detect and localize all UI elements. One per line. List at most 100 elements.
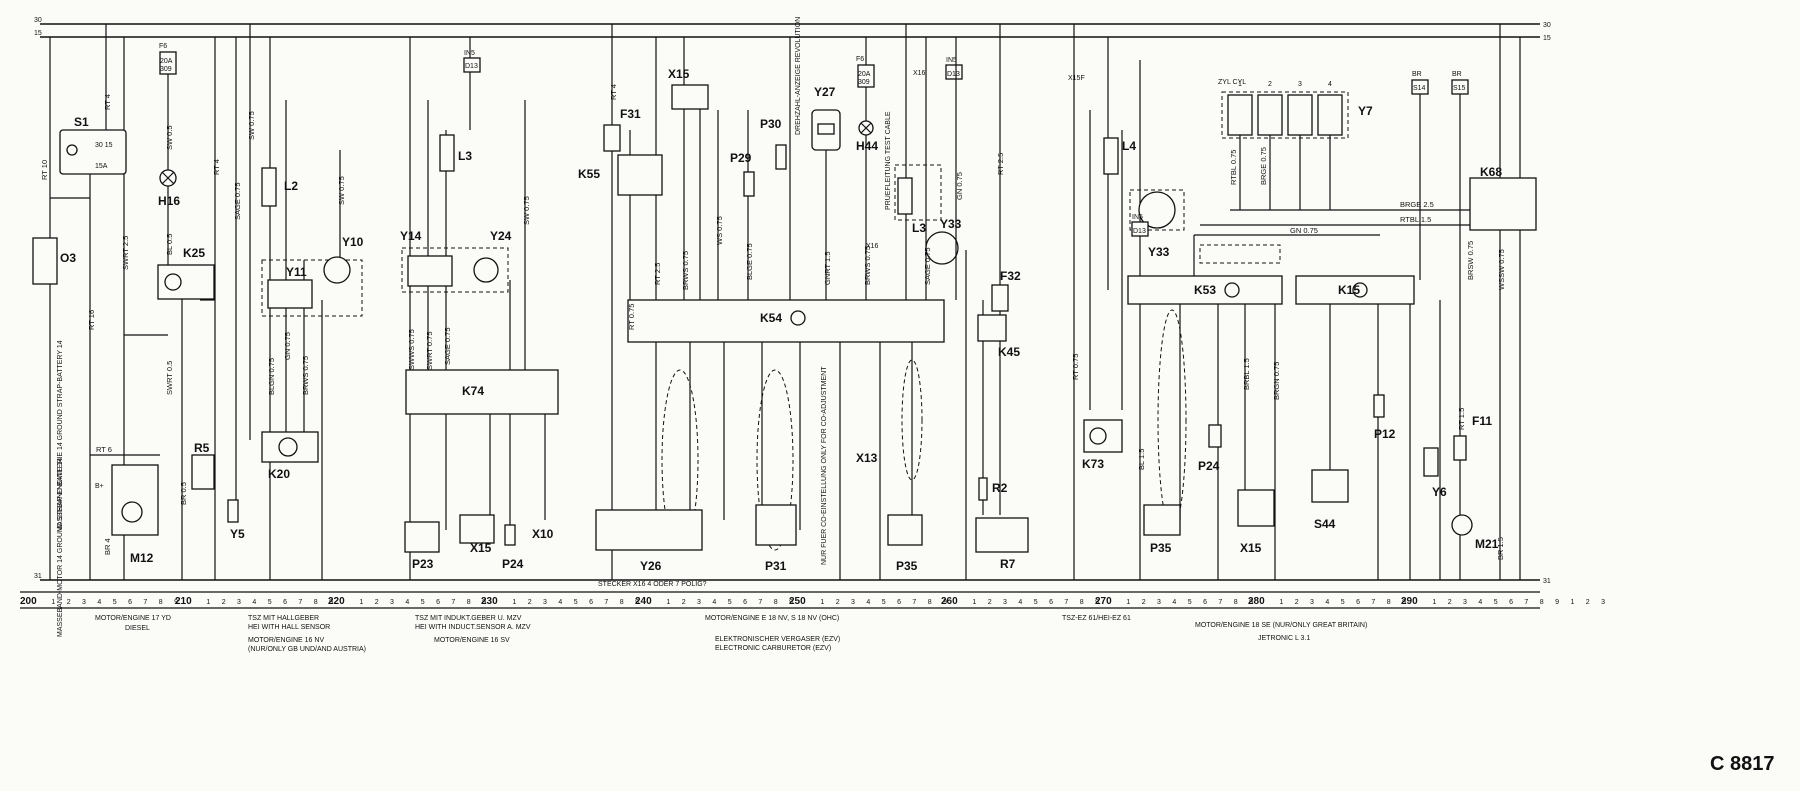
svg-text:3: 3 — [1298, 81, 1302, 88]
cylinder-label: ZYL CYL — [1218, 79, 1246, 86]
svg-text:WSSW 0.75: WSSW 0.75 — [1497, 249, 1506, 290]
grid-digit: 9 — [1402, 599, 1406, 606]
label-h44: H44 — [856, 139, 878, 153]
label-p35-260: P35 — [896, 559, 918, 573]
svg-text:BR: BR — [1412, 71, 1422, 78]
grid-digit: 2 — [836, 599, 840, 606]
grid-digit: 7 — [1524, 599, 1528, 606]
caption-2-line4: (NUR/ONLY GB UND/AND AUSTRIA) — [248, 646, 366, 653]
label-y33-260: Y33 — [940, 217, 962, 231]
fuse-in5-270 — [1131, 221, 1149, 237]
grid-digit: 4 — [252, 599, 256, 606]
grid-number: 220 — [328, 596, 345, 607]
label-x15-240: X15 — [668, 67, 690, 81]
coil-l3-260 — [897, 177, 913, 215]
svg-text:4: 4 — [1328, 81, 1332, 88]
grid-digit: 9 — [789, 599, 793, 606]
rail-15-label-right: 15 — [1543, 35, 1551, 42]
grid-digit: 5 — [1034, 599, 1038, 606]
svg-text:IN5: IN5 — [946, 57, 957, 64]
label-l4: L4 — [1122, 139, 1136, 153]
svg-text:SWRT 0.5: SWRT 0.5 — [165, 361, 174, 395]
svg-text:BR 4: BR 4 — [103, 538, 112, 555]
module-k74 — [405, 369, 559, 415]
sensor-p31 — [755, 504, 797, 546]
svg-text:BR 0.5: BR 0.5 — [179, 482, 188, 505]
distributor-y33-260 — [925, 231, 959, 265]
svg-text:SWWS 0.75: SWWS 0.75 — [407, 329, 416, 370]
svg-text:WS 0.75: WS 0.75 — [715, 216, 724, 245]
caption-6-line2: JETRONIC L 3.1 — [1258, 635, 1310, 642]
grid-number: 270 — [1095, 596, 1112, 607]
grid-digit: 9 — [1555, 599, 1559, 606]
sensor-p35-260 — [887, 514, 923, 546]
svg-text:BR 1.5: BR 1.5 — [1496, 537, 1505, 560]
grid-digit: 4 — [1325, 599, 1329, 606]
grid-digit: 9 — [635, 599, 639, 606]
grid-digit: 3 — [697, 599, 701, 606]
grid-digit: 6 — [283, 599, 287, 606]
caption-3-line1: TSZ MIT INDUKT.GEBER U. MZV — [415, 615, 522, 622]
grid-number: 250 — [789, 596, 806, 607]
connector-x15-280 — [1237, 489, 1275, 527]
svg-text:RT 4: RT 4 — [609, 84, 618, 100]
fuse-f6-left — [159, 51, 177, 75]
rail-30-label-right: 30 — [1543, 22, 1551, 29]
grid-digit: 6 — [589, 599, 593, 606]
grid-digit: 6 — [128, 599, 132, 606]
label-s44: S44 — [1314, 517, 1336, 531]
svg-text:SWRT 0.75: SWRT 0.75 — [425, 332, 434, 371]
label-r2: R2 — [992, 481, 1008, 495]
svg-text:SAGE 0.75: SAGE 0.75 — [923, 247, 932, 285]
sensor-p12 — [1373, 394, 1385, 418]
svg-text:20A: 20A — [858, 71, 871, 78]
coil-l4 — [1103, 137, 1119, 175]
section-electronic-carburetor: F31 K55 X15 P29 P30 DREHZAHL-ANZEIGE REV… — [578, 17, 1005, 588]
valve-y5 — [227, 499, 239, 523]
svg-text:BR: BR — [1452, 71, 1462, 78]
label-k55: K55 — [578, 167, 600, 181]
label-p31: P31 — [765, 559, 787, 573]
svg-text:BRBL 1.5: BRBL 1.5 — [1242, 358, 1251, 390]
grid-digit: 8 — [314, 599, 318, 606]
grid-digit: 2 — [1586, 599, 1590, 606]
label-y10: Y10 — [342, 235, 364, 249]
svg-text:GN 0.75: GN 0.75 — [955, 172, 964, 200]
revolution-note: DREHZAHL-ANZEIGE REVOLUTION — [795, 17, 802, 135]
grid-digit: 5 — [728, 599, 732, 606]
grid-digit: 6 — [1356, 599, 1360, 606]
grid-digit: 1 — [512, 599, 516, 606]
label-s1: S1 — [74, 115, 89, 129]
label-r5: R5 — [194, 441, 210, 455]
grid-digit: 6 — [1509, 599, 1513, 606]
sensor-p29 — [743, 171, 755, 197]
svg-text:IN5: IN5 — [464, 50, 475, 57]
label-k74: K74 — [462, 384, 484, 398]
section-hall-sensor: L2 Y11 Y10 K20 SAGE 0.75 SW 0.75 GN 0.75… — [233, 24, 364, 580]
grid-digit: 3 — [1601, 599, 1605, 606]
svg-text:BLGN 0.75: BLGN 0.75 — [267, 358, 276, 395]
grid-digit: 1 — [206, 599, 210, 606]
svg-text:RTBL 1.5: RTBL 1.5 — [1400, 215, 1431, 224]
control-unit-k53 — [1127, 275, 1283, 305]
svg-text:D13: D13 — [947, 71, 960, 78]
svg-text:SW 0.5: SW 0.5 — [165, 125, 174, 150]
grid-digit: 7 — [1371, 599, 1375, 606]
section-diesel: 30 15 15A S1 F6 20A 309 H16 K25 O3 R5 M1… — [32, 24, 245, 637]
caption-3-line3: MOTOR/ENGINE 16 SV — [434, 637, 510, 644]
svg-text:SW 0.75: SW 0.75 — [247, 111, 256, 140]
valve-y6 — [1423, 447, 1439, 477]
reference-code: C 8817 — [1710, 753, 1775, 775]
grid-digit: 7 — [1064, 599, 1068, 606]
grid-digit: 7 — [1218, 599, 1222, 606]
grid-digit: 9 — [1095, 599, 1099, 606]
label-k73: K73 — [1082, 457, 1104, 471]
injector-1 — [1227, 94, 1253, 136]
rail-31-label-left: 31 — [34, 573, 42, 580]
grid-digit: 2 — [375, 599, 379, 606]
label-p24-270: P24 — [1198, 459, 1220, 473]
svg-text:309: 309 — [160, 66, 172, 73]
grid-digit: 2 — [1142, 599, 1146, 606]
